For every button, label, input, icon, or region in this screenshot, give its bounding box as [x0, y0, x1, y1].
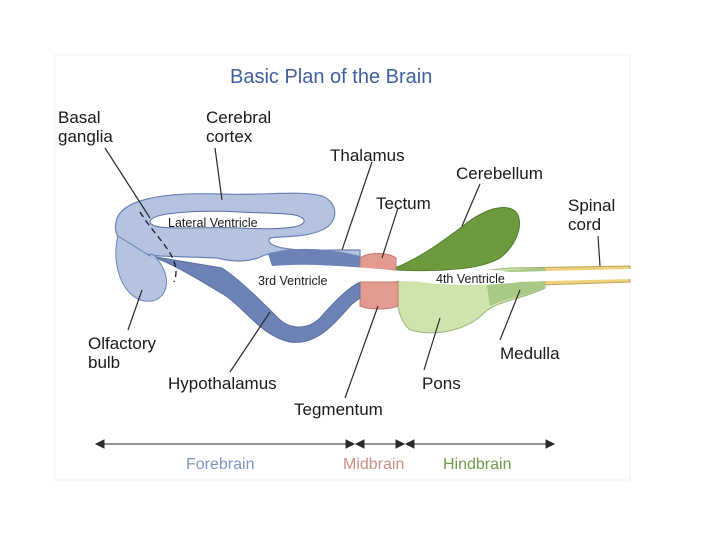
tectum-shape	[359, 253, 397, 271]
tegmentum-shape	[359, 281, 399, 310]
label-cerebral-cortex: Cerebral cortex	[206, 108, 272, 146]
region-arrows	[94, 439, 556, 449]
label-pons: Pons	[422, 374, 461, 393]
region-hindbrain: Hindbrain	[443, 456, 512, 473]
label-tectum: Tectum	[376, 194, 431, 213]
label-olfactory-bulb: Olfactory bulb	[88, 334, 157, 372]
olfactory-bulb-shape	[115, 235, 167, 302]
pointer-lines	[104, 147, 601, 399]
region-forebrain: Forebrain	[186, 456, 255, 473]
basal-ganglia-outline	[139, 211, 177, 283]
thalamus-band	[268, 248, 360, 270]
label-basal-ganglia: Basal ganglia	[58, 108, 113, 146]
cerebellum-shape	[394, 207, 520, 272]
lateral-ventricle-shape	[149, 210, 305, 230]
label-fourth-ventricle: 4th Ventricle	[436, 272, 505, 286]
label-spinal-cord: Spinal cord	[568, 196, 616, 234]
label-hypothalamus: Hypothalamus	[168, 374, 277, 393]
label-cerebellum: Cerebellum	[456, 164, 543, 183]
third-ventricle-shape	[250, 270, 360, 285]
diagram-title: Basic Plan of the Brain	[230, 66, 433, 88]
label-third-ventricle: 3rd Ventricle	[258, 274, 328, 288]
label-tegmentum: Tegmentum	[294, 400, 383, 419]
region-midbrain: Midbrain	[343, 456, 405, 473]
ventral-forebrain-curve	[149, 255, 361, 343]
label-medulla: Medulla	[500, 344, 560, 363]
label-lateral-ventricle: Lateral Ventricle	[168, 216, 258, 230]
label-thalamus: Thalamus	[330, 146, 405, 165]
fourth-ventricle-shape	[420, 269, 520, 285]
